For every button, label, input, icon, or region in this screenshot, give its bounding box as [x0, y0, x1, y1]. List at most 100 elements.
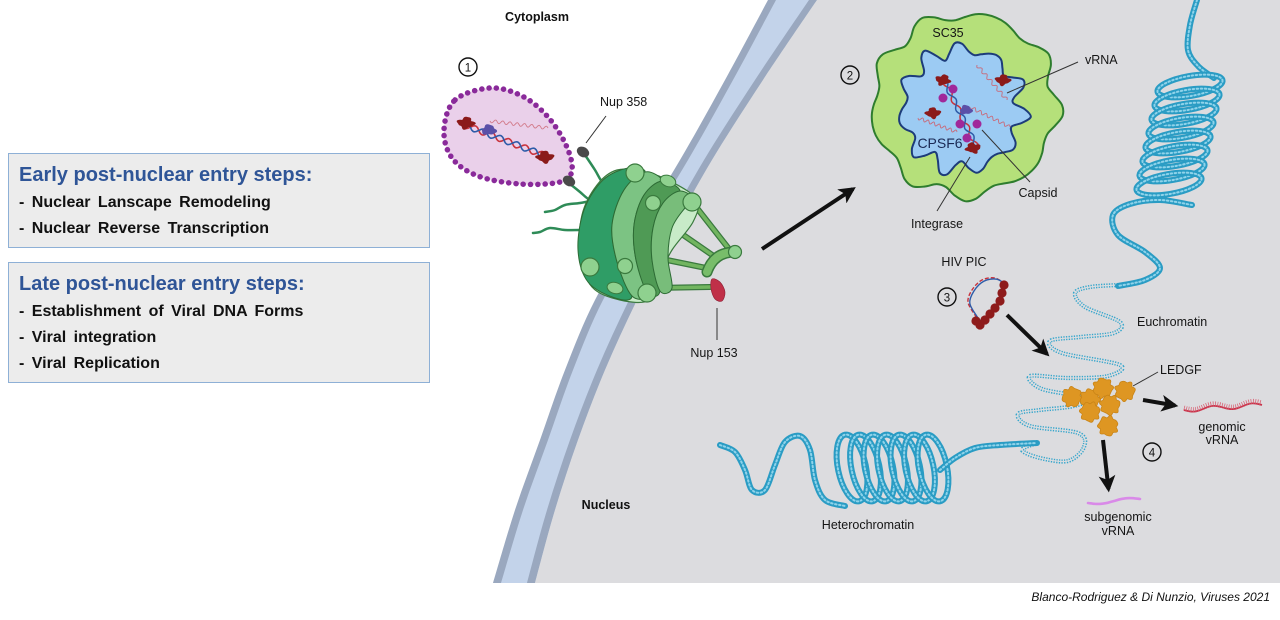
- npc-node: [659, 174, 677, 188]
- chromatin-coil-beads: [1144, 129, 1212, 155]
- chromatin-coil-beads: [1153, 87, 1221, 113]
- integrase-icon: [964, 142, 981, 154]
- late-steps-title: Late post-nuclear entry steps:: [19, 273, 305, 295]
- nup358-label: Nup 358: [600, 95, 647, 109]
- late-step-item: - Viral integration: [19, 329, 157, 346]
- integrase-group: [924, 74, 1012, 154]
- genomic-vrna-icon: [1183, 402, 1263, 413]
- subgenomic-vrna-label: subgenomic: [1084, 510, 1151, 524]
- step-3-marker: 3: [937, 287, 957, 307]
- integrase-icon: [994, 74, 1012, 87]
- integrase-icon: [924, 107, 942, 120]
- step-number: 2: [847, 71, 853, 83]
- subgenomic-vrna-label: vRNA: [1102, 524, 1135, 538]
- capsid-protein-icon: [948, 84, 958, 94]
- late-step-item: - Establishment of Viral DNA Forms: [19, 303, 304, 320]
- npc-node: [606, 281, 624, 295]
- heterochromatin: [717, 431, 1040, 509]
- capsid-vrna-strand: [489, 119, 549, 130]
- nup358-leader-line: [585, 115, 607, 144]
- early-step-item: - Nuclear Reverse Transcription: [19, 220, 269, 237]
- arrow-to-subgenomic-vrna: [1098, 439, 1116, 493]
- cpsf6-label: CPSF6: [917, 135, 962, 151]
- integrase-icon: [997, 288, 1007, 298]
- capsid-dna-strand: [461, 121, 547, 159]
- late-step-item: - Viral Replication: [19, 355, 160, 372]
- reverse-transcriptase-icon: [482, 124, 498, 135]
- chromatin-coil-beads: [903, 433, 936, 503]
- step-circle: [840, 65, 860, 85]
- arrow-to-speckle: [760, 187, 856, 251]
- vrna-label: vRNA: [1085, 53, 1118, 67]
- npc-filament: [543, 198, 599, 214]
- integrase-icon: [456, 116, 476, 130]
- vrna-leader-line: [1006, 61, 1079, 94]
- pic-dna-strand: [967, 277, 1006, 325]
- nup358-icon: [562, 175, 576, 187]
- late-steps-box: Late post-nuclear entry steps: - Establi…: [8, 262, 430, 383]
- ledgf-subunit: [1099, 394, 1121, 417]
- chromatin-coil: [833, 431, 952, 505]
- nuclear-pore-complex: [531, 146, 743, 304]
- step-2-marker: 2: [840, 65, 860, 85]
- step-circle: [458, 57, 478, 77]
- capsid-protein-dots: [441, 85, 575, 188]
- nup153-icon: [710, 278, 726, 302]
- citation: Blanco-Rodriguez & Di Nunzio, Viruses 20…: [1031, 590, 1270, 604]
- reverse-transcriptase-icon: [960, 104, 973, 115]
- integrase-label: Integrase: [911, 217, 963, 231]
- step-number: 1: [465, 63, 471, 75]
- cytoplasm-label: Cytoplasm: [505, 10, 569, 24]
- arrow-pic-to-chromatin: [1005, 313, 1050, 357]
- nuclear-speckle-sc35: [870, 13, 1065, 203]
- subgenomic-vrna-icon: [1086, 496, 1142, 506]
- capsid-protein-group: [938, 84, 982, 143]
- heterochromatin-label: Heterochromatin: [822, 518, 914, 532]
- euchromatin-label: Euchromatin: [1137, 315, 1207, 329]
- ledgf-subunit: [1061, 386, 1084, 408]
- npc-node: [625, 163, 645, 183]
- chromatin-fiber-beads: [1186, 0, 1215, 79]
- euchromatin-open-fiber-core: [1016, 284, 1124, 463]
- capsid-protein-icon: [938, 93, 948, 103]
- integrase-icon: [935, 74, 952, 86]
- step-number: 3: [944, 293, 950, 305]
- chromatin-fiber-beads: [939, 442, 1038, 471]
- euchromatin: [1015, 0, 1226, 464]
- vrna-strand: [917, 117, 958, 133]
- pic-dna-strand: [969, 278, 1008, 326]
- viral-capsid: [441, 85, 575, 188]
- chromatin-coil-beads: [1156, 73, 1224, 99]
- integrase-icon: [999, 280, 1009, 290]
- nucleus-region: [535, 0, 1280, 583]
- chromatin-coil-beads: [1147, 115, 1215, 141]
- ledgf-subunit: [1078, 401, 1101, 423]
- pic-integrase-chain: [971, 280, 1009, 330]
- vrna-strand: [976, 64, 1008, 101]
- genomic-vrna-label: vRNA: [1206, 433, 1239, 447]
- step-circle: [937, 287, 957, 307]
- chromatin-coil-beads: [1135, 171, 1203, 197]
- basket-strut: [691, 201, 731, 251]
- integrase-leader-line: [936, 156, 971, 212]
- genomic-vrna-bases: [1183, 398, 1263, 413]
- early-steps-title: Early post-nuclear entry steps:: [19, 164, 313, 186]
- step-circle: [1142, 442, 1162, 462]
- nup358-icon: [576, 146, 590, 158]
- integrase-icon: [535, 150, 555, 164]
- ledgf-leader-line: [1132, 371, 1159, 387]
- chromatin-coil-beads: [1150, 101, 1218, 127]
- capsid-protein-icon: [972, 119, 982, 129]
- hiv-pic-label: HIV PIC: [941, 255, 986, 269]
- nucleus-label: Nucleus: [582, 498, 631, 512]
- capsid-protein-icon: [962, 133, 972, 143]
- basket-node: [727, 244, 743, 260]
- integrase-icon: [971, 316, 981, 326]
- chromatin-coil-beads: [1138, 157, 1206, 183]
- npc-node: [616, 257, 634, 275]
- arrow-to-genomic-vrna: [1142, 394, 1179, 412]
- early-steps-box: Early post-nuclear entry steps: - Nuclea…: [8, 153, 430, 248]
- capsid-leader-line: [981, 129, 1031, 183]
- capsid-shell: [443, 87, 573, 185]
